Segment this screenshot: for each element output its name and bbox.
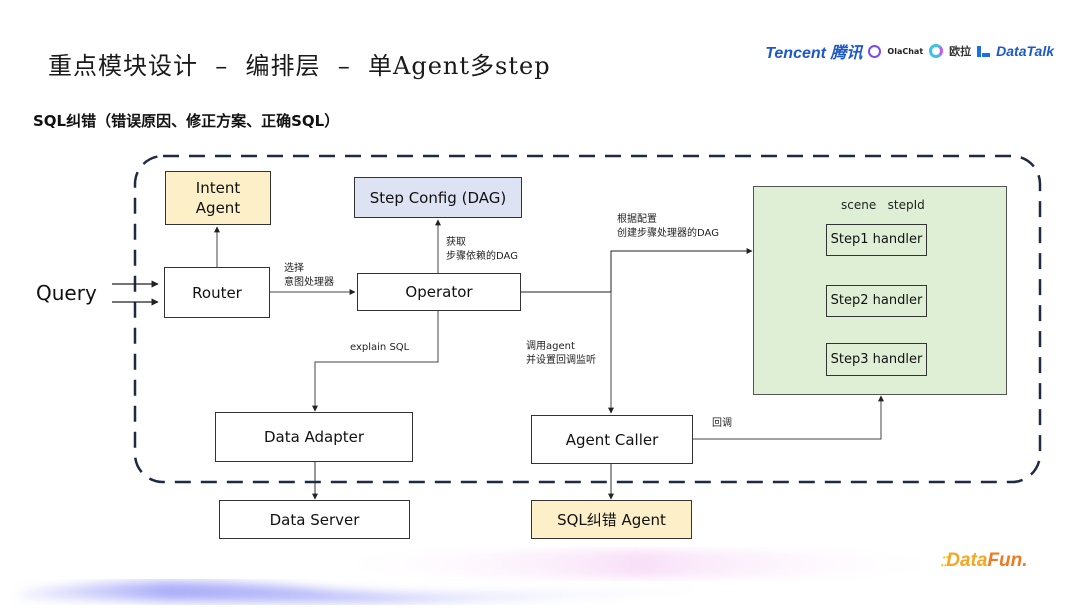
callback-edge <box>692 395 884 440</box>
step3-handler-node: Step3 handler <box>826 343 927 376</box>
slide-title: 重点模块设计 – 编排层 – 单Agent多step <box>48 52 551 80</box>
agent-caller-node: Agent Caller <box>531 415 693 464</box>
operator-to-adapter-edge <box>312 311 439 412</box>
intent-agent-node: Intent Agent <box>165 171 271 225</box>
router-operator-label: 选择 意图处理器 <box>284 263 334 288</box>
callback-label: 回调 <box>712 418 732 429</box>
data-adapter-node: Data Adapter <box>215 412 413 462</box>
olachat-icon <box>868 44 882 58</box>
query-label: Query <box>36 281 97 305</box>
step1-handler-node: Step1 handler <box>826 224 927 256</box>
operator-node: Operator <box>357 273 521 311</box>
datafun-logo-data: Data <box>946 550 988 571</box>
datafun-logo-fun: Fun. <box>987 550 1028 571</box>
datafun-dots-icon: ⁚⁚ <box>940 554 947 569</box>
explain-sql-label: explain SQL <box>350 342 410 353</box>
olachat-logo: OlaChat <box>887 46 924 56</box>
scene-header: scene stepId <box>841 198 925 212</box>
datafun-logo: ⁚⁚DataFun. <box>940 550 1028 572</box>
oula-icon <box>929 44 944 58</box>
partner-logos: Tencent 腾讯 OlaChat 欧拉 DataTalk <box>765 40 1054 62</box>
data-server-node: Data Server <box>219 500 410 539</box>
datatalk-logo: DataTalk <box>996 43 1054 59</box>
step2-handler-node: Step2 handler <box>826 285 927 317</box>
oula-logo: 欧拉 <box>949 45 972 58</box>
operator-caller-label: 调用agent 并设置回调监听 <box>526 341 596 366</box>
step-config-node: Step Config (DAG) <box>354 177 522 218</box>
datatalk-icon <box>977 45 991 57</box>
orchestration-boundary <box>133 154 1042 484</box>
operator-scene-label: 根据配置 创建步骤处理器的DAG <box>617 214 719 239</box>
operator-to-scene-edge <box>520 248 753 293</box>
tencent-logo: Tencent 腾讯 <box>765 45 863 62</box>
router-node: Router <box>164 267 270 318</box>
operator-config-label: 获取 步骤依赖的DAG <box>446 237 518 262</box>
sql-correction-agent-node: SQL纠错 Agent <box>531 500 692 539</box>
slide-subtitle: SQL纠错（错误原因、修正方案、正确SQL） <box>33 112 340 130</box>
